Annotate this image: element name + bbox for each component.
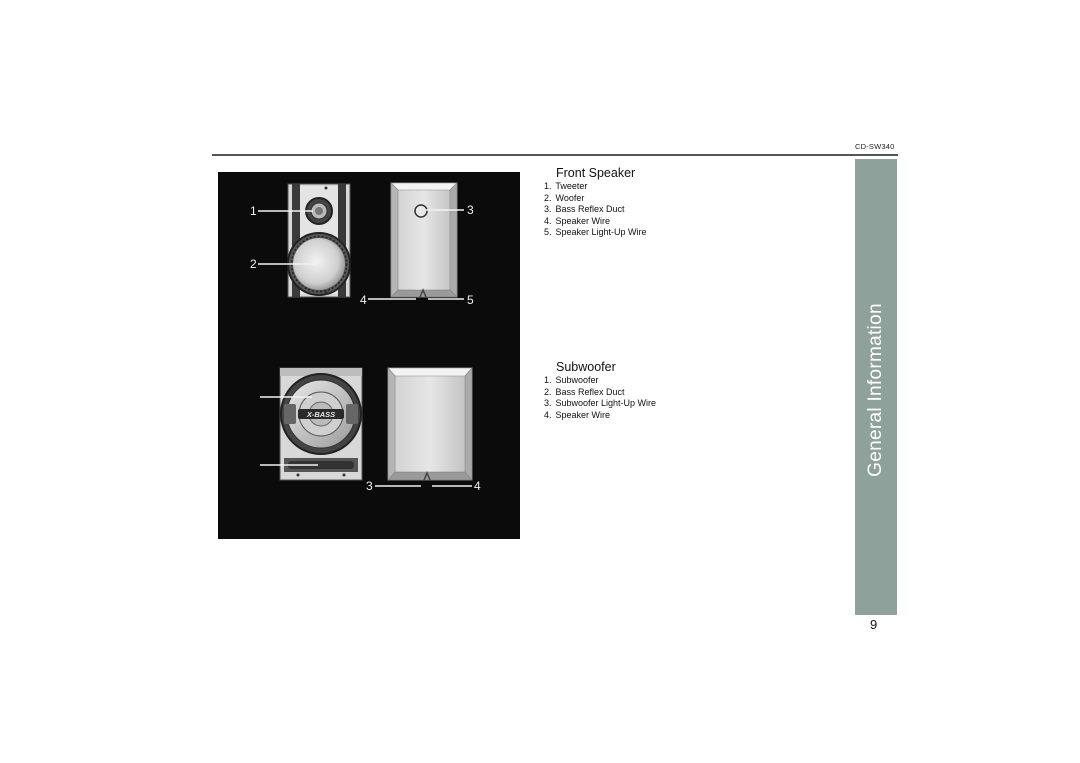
callout-front-5: 5	[467, 293, 474, 307]
page-number: 9	[870, 617, 878, 632]
subwoofer-parts-list: 1. Subwoofer 2. Bass Reflex Duct 3. Subw…	[544, 375, 656, 421]
model-number: CD-SW340	[855, 142, 895, 151]
callout-sub-3: 3	[366, 479, 373, 493]
speaker-illustration-panel: X-BASS 1	[218, 172, 520, 539]
list-item: 5. Speaker Light-Up Wire	[544, 227, 647, 238]
front-speaker-parts-list: 1. Tweeter 2. Woofer 3. Bass Reflex Duct…	[544, 181, 647, 239]
list-item: 4. Speaker Wire	[544, 409, 611, 420]
callout-sub-4: 4	[474, 479, 481, 493]
list-item: 1. Subwoofer	[544, 375, 599, 385]
section-side-label: General Information	[865, 303, 886, 477]
callout-front-1: 1	[250, 204, 257, 218]
list-item: 2. Bass Reflex Duct	[544, 386, 625, 397]
callout-numbers: 1 2 3 4 5 3 4	[250, 203, 481, 493]
subwoofer-back-view	[387, 367, 473, 481]
callout-front-2: 2	[250, 257, 257, 271]
callout-front-3: 3	[467, 203, 474, 217]
subwoofer-title: Subwoofer	[556, 360, 616, 374]
section-side-tab	[855, 159, 897, 615]
front-speaker-title: Front Speaker	[556, 166, 636, 180]
front-speaker-front-view	[287, 183, 351, 298]
list-item: 3. Bass Reflex Duct	[544, 204, 625, 215]
list-item: 3. Subwoofer Light-Up Wire	[544, 398, 657, 409]
front-speaker-back-view	[390, 182, 458, 298]
list-item: 1. Tweeter	[544, 181, 588, 191]
list-item: 4. Speaker Wire	[544, 215, 611, 226]
callout-front-4: 4	[360, 293, 367, 307]
list-item: 2. Woofer	[544, 192, 585, 203]
callout-leader-lines	[258, 209, 472, 487]
subwoofer-front-view: X-BASS	[279, 367, 363, 481]
x-bass-badge: X-BASS	[306, 410, 335, 419]
speaker-illustration: X-BASS 1	[250, 182, 481, 493]
header-rule	[212, 154, 898, 156]
